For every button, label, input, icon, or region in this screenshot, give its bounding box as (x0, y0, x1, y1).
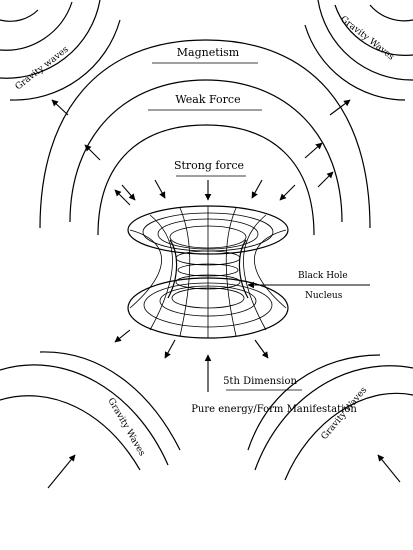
magnetism-label: Magnetism (177, 46, 240, 59)
gravity-waves-bottom-left (0, 351, 181, 471)
weak-force-label: Weak Force (175, 93, 240, 106)
gravity-arrow-bottom-left (47, 454, 76, 489)
gravity-label-top-left: Gravity waves (14, 45, 71, 93)
magnetism-arc (39, 39, 371, 229)
gravity-waves-bottom-right (247, 354, 413, 481)
black-hole-label: Black Hole (298, 271, 348, 281)
outflow-arrows (114, 329, 269, 359)
gravity-waves-top-right (304, 0, 413, 101)
nucleus-label: Nucleus (305, 291, 343, 301)
gravity-arrow-bottom-right (377, 454, 401, 483)
inner-force-arc (97, 124, 315, 236)
pure-energy-label: Pure energy/Form Manifestation (191, 404, 357, 415)
gravity-label-top-right: Gravity Waves (338, 14, 396, 62)
strong-force-label: Strong force (174, 159, 244, 172)
outward-arrows (51, 99, 351, 206)
black-hole-funnel (127, 205, 289, 339)
strong-force-arrows (121, 179, 296, 201)
gravity-waves-top-left (0, 0, 121, 101)
fifth-dimension-label: 5th Dimension (223, 376, 297, 387)
